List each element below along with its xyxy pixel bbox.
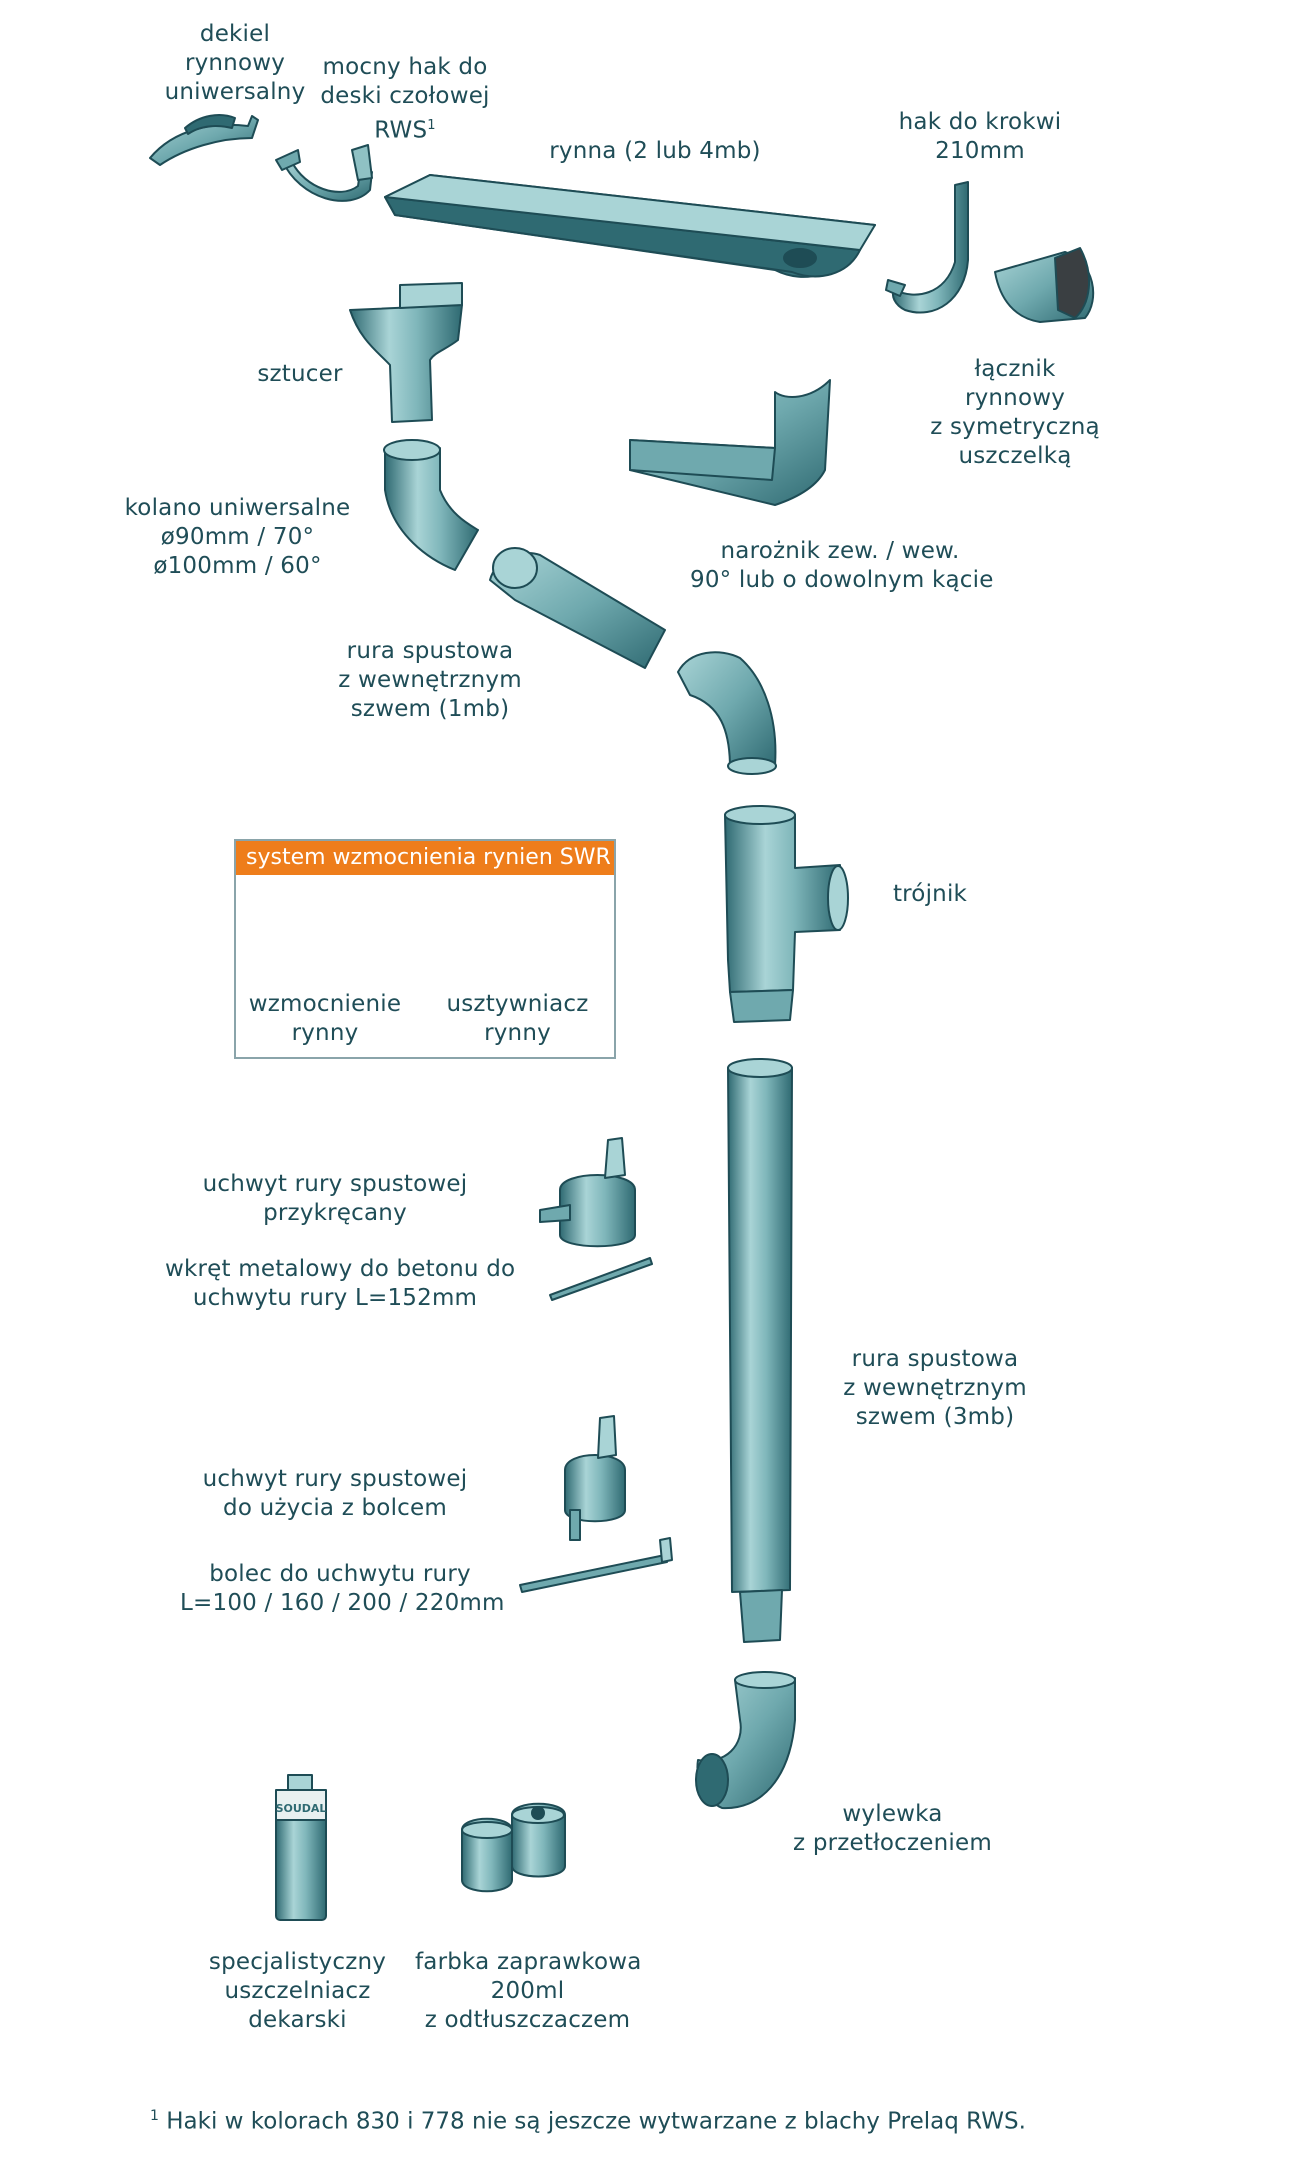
fascia-hook-part [275,144,373,202]
downpipe-3m-part [727,1058,793,1643]
rafter-hook-part [885,181,969,314]
tee-part [724,805,849,1023]
corner-part [629,379,831,506]
label-outlet: sztucer [257,361,343,387]
bolt-clamp-part [564,1415,626,1541]
sealant-cartridge-part [275,1774,327,1921]
outlet-part [349,282,463,423]
end-cap-part [149,114,259,166]
concrete-screw-part [549,1257,653,1301]
footnote-text: Haki w kolorach 830 i 778 nie są jeszcze… [166,2108,1026,2135]
screwed-clamp-part [539,1137,636,1248]
footnote: 1 Haki w kolorach 830 i 778 nie są jeszc… [150,2108,1026,2135]
elbow-part [383,439,479,571]
downpipe-1m-part [489,547,666,669]
bolt-part [519,1537,673,1593]
swr-reinforcement-box: system wzmocnienia rynien SWR [234,839,616,1059]
label-corner: narożnik zew. / wew.90° lub o dowolnym k… [690,538,994,593]
elbow-2-part [677,651,777,775]
label-tee: trójnik [892,881,968,907]
swr-title: system wzmocnienia rynien SWR [236,841,614,875]
footnote-mark: 1 [150,2108,159,2124]
outlet-elbow-part [695,1671,796,1810]
touch-up-paint-part [461,1802,566,1893]
cartridge-brand-text: SOUDAL [276,1802,327,1815]
label-gutter: rynna (2 lub 4mb) [549,138,761,164]
gutter-part [384,174,876,278]
gutter-connector-part [994,247,1095,323]
